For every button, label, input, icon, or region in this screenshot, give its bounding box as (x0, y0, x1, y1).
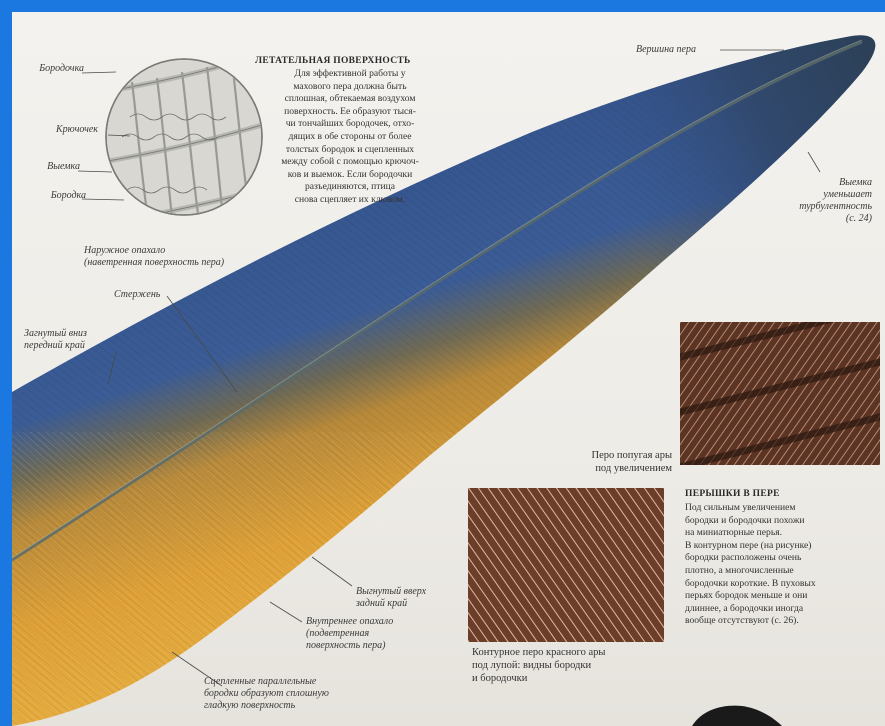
parrot-feather-photo (680, 322, 880, 465)
feathers-section-title: ПЕРЫШКИ В ПЕРЕ (685, 489, 780, 499)
label-outer-vane: Наружное опахало(наветренная поверхность… (84, 245, 224, 269)
book-page: Бородочка Крючочек Выемка Бородка ЛЕТАТЕ… (12, 12, 885, 726)
label-shaft: Стержень (114, 289, 160, 301)
label-interlocked-barbs: Сцепленные параллельныебородки образуют … (204, 676, 329, 712)
label-notch: Выемка (24, 161, 80, 173)
parrot-caption: Перо попугая арыпод увеличением (532, 449, 672, 475)
label-barbule: Бородочка (28, 63, 84, 75)
label-trailing-edge: Выгнутый вверхзадний край (356, 586, 426, 610)
label-inner-vane: Внутреннее опахало(подветреннаяповерхнос… (306, 616, 393, 652)
next-image-fragment (662, 700, 822, 726)
feathers-section-text: Под сильным увеличениембородки и бородоч… (685, 502, 881, 628)
flight-surface-title: ЛЕТАТЕЛЬНАЯ ПОВЕРХНОСТЬ (255, 56, 411, 66)
label-barb: Бородка (24, 190, 86, 202)
label-tip: Вершина пера (636, 44, 696, 56)
label-leading-edge: Загнутый внизпередний край (24, 328, 87, 352)
macaw-caption: Контурное перо красного арыпод лупой: ви… (472, 646, 605, 685)
label-notch-turbulence: Выемкауменьшаеттурбулентность(с. 24) (772, 177, 872, 225)
macaw-feather-photo (468, 488, 664, 642)
label-hook: Крючочек (24, 124, 98, 136)
flight-surface-text: Для эффективной работы умахового пера до… (238, 68, 462, 207)
